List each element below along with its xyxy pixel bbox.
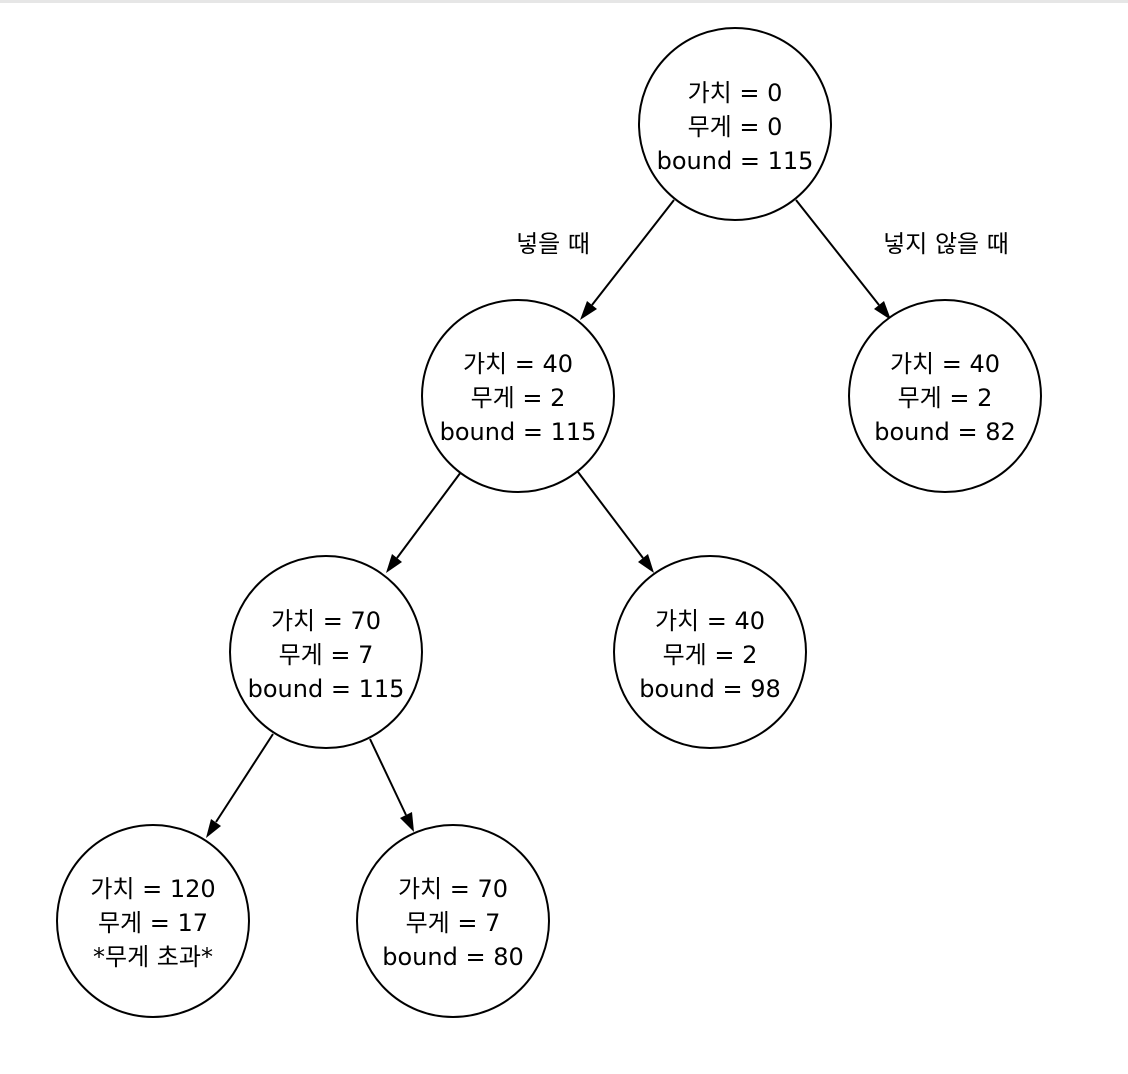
node-bound: bound = 98 — [639, 675, 780, 703]
node-value: 가치 = 40 — [463, 350, 573, 378]
node-bound: bound = 115 — [440, 418, 597, 446]
arrowhead-icon — [638, 554, 654, 573]
arrowhead-icon — [874, 301, 891, 320]
tree-node-l1-include: 가치 = 40 무게 = 2 bound = 115 — [421, 299, 615, 493]
edge-l2-to-include — [215, 733, 274, 823]
node-bound: bound = 115 — [657, 147, 814, 175]
node-value: 가치 = 0 — [688, 79, 783, 107]
tree-node-l2-exclude: 가치 = 40 무게 = 2 bound = 98 — [613, 555, 807, 749]
node-value: 가치 = 70 — [398, 875, 508, 903]
node-circle — [56, 824, 250, 1018]
node-bound: bound = 82 — [874, 418, 1015, 446]
node-value: 가치 = 40 — [890, 350, 1000, 378]
node-value: 가치 = 40 — [655, 607, 765, 635]
tree-node-l1-exclude: 가치 = 40 무게 = 2 bound = 82 — [848, 299, 1042, 493]
tree-node-l3-exclude: 가치 = 70 무게 = 7 bound = 80 — [356, 824, 550, 1018]
node-value: 가치 = 70 — [271, 607, 381, 635]
tree-edges — [206, 199, 891, 838]
node-circle — [848, 299, 1042, 493]
arrowhead-icon — [386, 554, 402, 573]
arrowhead-icon — [400, 812, 414, 832]
node-circle — [421, 299, 615, 493]
edge-l1-to-include — [396, 471, 462, 559]
window-top-border — [0, 0, 1128, 3]
tree-node-l2-include: 가치 = 70 무게 = 7 bound = 115 — [229, 555, 423, 749]
node-circle — [613, 555, 807, 749]
tree-node-l3-include: 가치 = 120 무게 = 17 *무게 초과* — [56, 824, 250, 1018]
node-circle — [229, 555, 423, 749]
node-weight: 무게 = 17 — [98, 909, 208, 937]
node-overweight-note: *무게 초과* — [93, 943, 213, 971]
node-value: 가치 = 120 — [90, 875, 215, 903]
edge-l2-to-exclude — [369, 738, 407, 816]
node-circle — [638, 27, 832, 221]
node-weight: 무게 = 2 — [471, 384, 566, 412]
node-circle — [356, 824, 550, 1018]
edge-root-to-include — [591, 199, 675, 306]
node-weight: 무게 = 2 — [663, 641, 758, 669]
tree-node-root: 가치 = 0 무게 = 0 bound = 115 — [638, 27, 832, 221]
arrowhead-icon — [206, 819, 221, 838]
node-weight: 무게 = 2 — [898, 384, 993, 412]
edge-label-exclude: 넣지 않을 때 — [883, 230, 1009, 258]
node-bound: bound = 80 — [382, 943, 523, 971]
node-bound: bound = 115 — [248, 675, 405, 703]
node-weight: 무게 = 7 — [279, 641, 374, 669]
edge-l1-to-exclude — [577, 471, 644, 559]
edge-root-to-exclude — [795, 199, 880, 306]
node-weight: 무게 = 7 — [406, 909, 501, 937]
node-weight: 무게 = 0 — [688, 113, 783, 141]
arrowhead-icon — [580, 301, 597, 320]
edge-label-include: 넣을 때 — [516, 230, 590, 258]
